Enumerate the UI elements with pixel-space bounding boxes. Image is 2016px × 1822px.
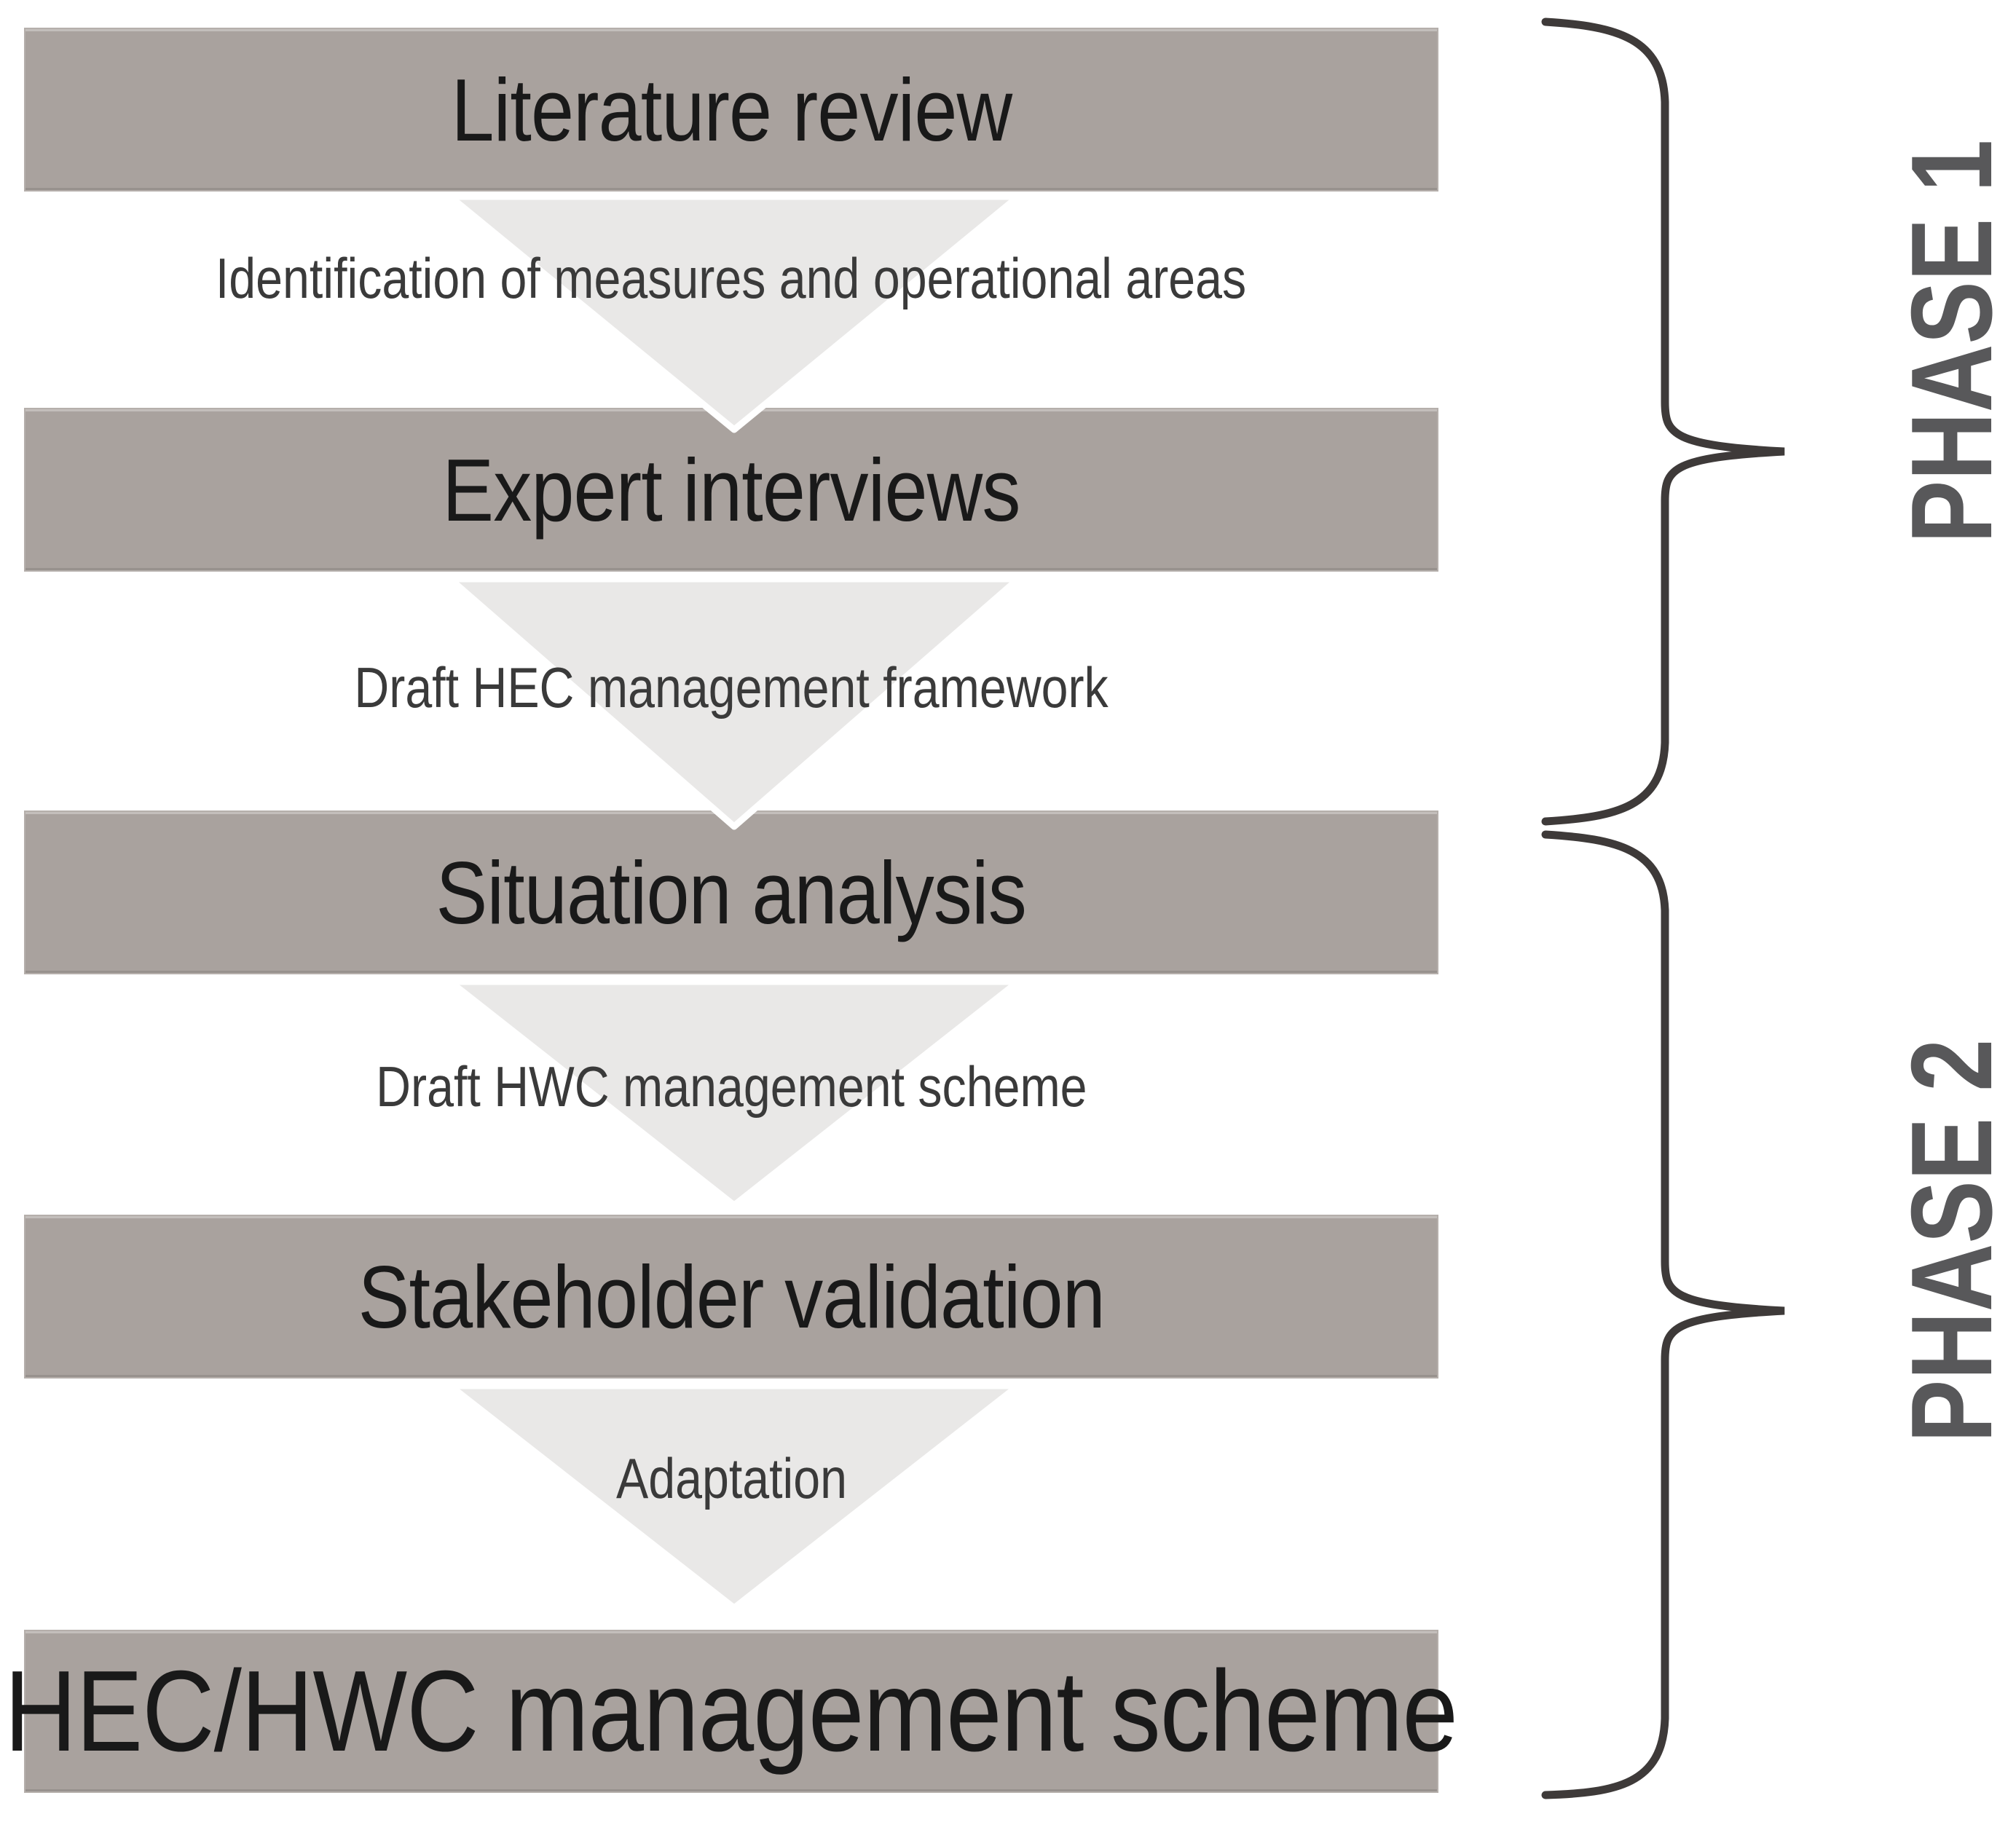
phase-1-label: PHASE 1	[1886, 140, 2016, 588]
transition-label-draft-hec-framework: Draft HEC management framework	[24, 651, 1438, 724]
phase-2-brace	[1541, 830, 1785, 1799]
transition-label-draft-hwc-scheme: Draft HWC management scheme	[24, 1050, 1438, 1123]
step-box-label: Situation analysis	[436, 843, 1027, 942]
transition-label-text: Identification of measures and operation…	[216, 246, 1247, 310]
step-box-expert-interviews: Expert interviews	[24, 408, 1438, 572]
step-box-literature-review: Literature review	[24, 28, 1438, 192]
phase-2-label: PHASE 2	[1886, 1039, 2016, 1487]
phase-1-label-text: PHASE 1	[1888, 139, 2016, 544]
transition-label-adaptation: Adaptation	[24, 1442, 1438, 1515]
transition-label-text: Draft HEC management framework	[354, 655, 1109, 719]
step-box-label: Stakeholder validation	[358, 1247, 1105, 1346]
phase-2-label-text: PHASE 2	[1888, 1038, 2016, 1443]
phase-1-brace	[1541, 17, 1785, 826]
transition-label-identification: Identification of measures and operation…	[24, 242, 1438, 315]
step-box-label: Expert interviews	[442, 440, 1020, 540]
step-box-stakeholder-validation: Stakeholder validation	[24, 1215, 1438, 1379]
step-box-label: HEC/HWC management scheme	[4, 1646, 1459, 1775]
step-box-label: Literature review	[451, 60, 1012, 159]
transition-label-text: Adaptation	[615, 1446, 847, 1510]
step-box-hec-hwc-management-scheme: HEC/HWC management scheme	[5, 1630, 1458, 1793]
step-box-situation-analysis: Situation analysis	[24, 811, 1438, 974]
transition-label-text: Draft HWC management scheme	[375, 1054, 1087, 1119]
